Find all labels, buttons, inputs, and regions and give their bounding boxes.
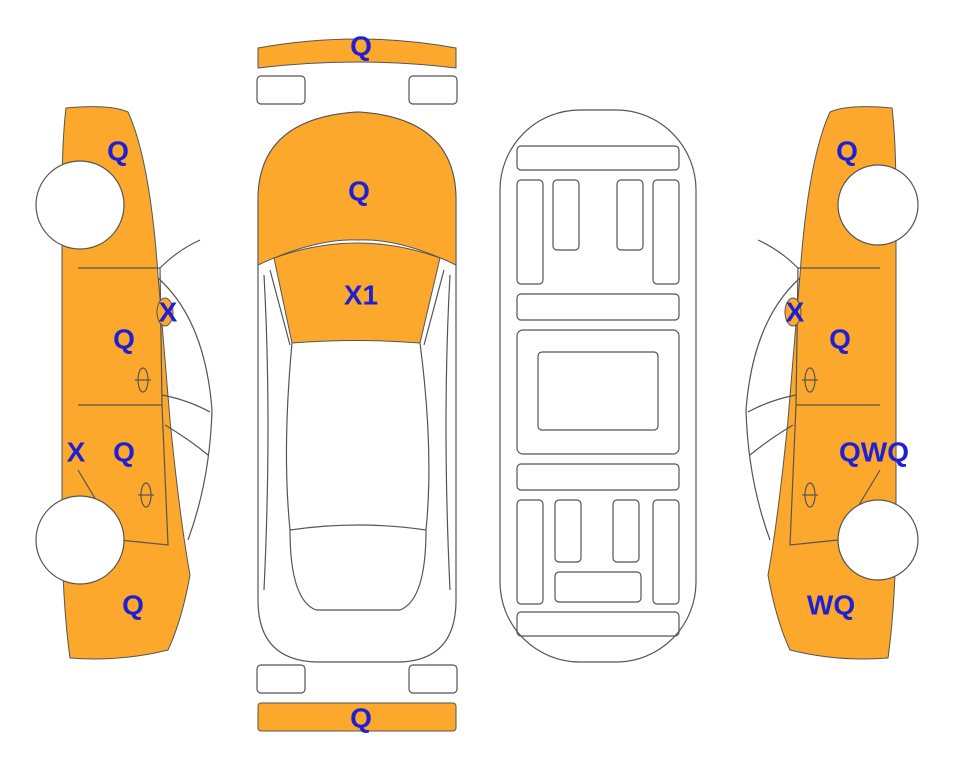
label-left-mirror: X bbox=[159, 297, 178, 328]
left-door-handle-rear bbox=[138, 482, 154, 508]
label-right-rear-door: QWQ bbox=[839, 437, 909, 468]
underside-panel bbox=[516, 179, 544, 285]
label-right-mirror: X bbox=[786, 297, 805, 328]
rear-bumper[interactable] bbox=[257, 702, 457, 732]
windshield[interactable] bbox=[273, 242, 441, 344]
front-bumper[interactable] bbox=[257, 38, 457, 69]
label-left-front-fender: Q bbox=[107, 136, 129, 167]
underside-panel bbox=[612, 499, 640, 563]
left-mirror[interactable] bbox=[156, 297, 174, 327]
left-front-wheel bbox=[35, 160, 125, 250]
left-door-handle-front bbox=[135, 367, 151, 393]
label-rear-bumper: Q bbox=[350, 703, 372, 734]
label-right-front-fender: Q bbox=[836, 136, 858, 167]
right-door-handle-rear bbox=[802, 482, 818, 508]
underside-mid-bar bbox=[516, 293, 680, 321]
label-left-rear-quarter: Q bbox=[122, 590, 144, 621]
roof-outline bbox=[285, 342, 430, 611]
label-right-front-door: Q bbox=[829, 324, 851, 355]
label-hood: Q bbox=[348, 176, 370, 207]
right-mirror[interactable] bbox=[784, 297, 802, 327]
label-left-front-door: Q bbox=[113, 324, 135, 355]
label-windshield: X1 bbox=[344, 280, 378, 311]
label-left-rocker: X bbox=[67, 437, 86, 468]
label-left-rear-door: Q bbox=[113, 437, 135, 468]
underside-panel bbox=[652, 179, 680, 285]
right-door-handle-front bbox=[802, 367, 818, 393]
rear-right-light bbox=[408, 664, 458, 694]
front-left-light bbox=[256, 75, 306, 105]
underside-panel bbox=[516, 499, 544, 605]
underside-small-bar bbox=[554, 571, 642, 603]
underside-front-bar bbox=[516, 145, 680, 171]
underside-center-frame bbox=[516, 329, 680, 455]
left-window-outline bbox=[157, 239, 213, 541]
underside-view bbox=[499, 109, 697, 663]
underside-panel bbox=[616, 179, 644, 251]
left-side-view bbox=[35, 106, 213, 660]
underside-panel bbox=[552, 179, 580, 251]
underside-center-box bbox=[537, 351, 659, 431]
underside-outline bbox=[499, 109, 697, 663]
right-rear-wheel bbox=[837, 499, 919, 581]
label-right-rear-quarter: WQ bbox=[807, 590, 855, 621]
right-window-outline bbox=[745, 239, 801, 541]
damage-labels: Q Q X1 Q Q X Q X Q Q Q X Q QWQ WQ bbox=[67, 31, 909, 734]
rear-left-light bbox=[256, 664, 306, 694]
underside-rear-bar bbox=[516, 611, 680, 637]
underside-panel bbox=[652, 499, 680, 605]
top-view bbox=[256, 38, 458, 732]
left-rear-wheel bbox=[35, 495, 125, 585]
underside-mid-bar-2 bbox=[516, 463, 680, 491]
hood[interactable] bbox=[257, 111, 457, 266]
front-right-light bbox=[408, 75, 458, 105]
right-side-view bbox=[745, 106, 919, 660]
right-front-wheel bbox=[837, 164, 919, 246]
underside-panel bbox=[554, 499, 582, 563]
label-front-bumper: Q bbox=[350, 31, 372, 62]
side-lines bbox=[263, 269, 451, 591]
